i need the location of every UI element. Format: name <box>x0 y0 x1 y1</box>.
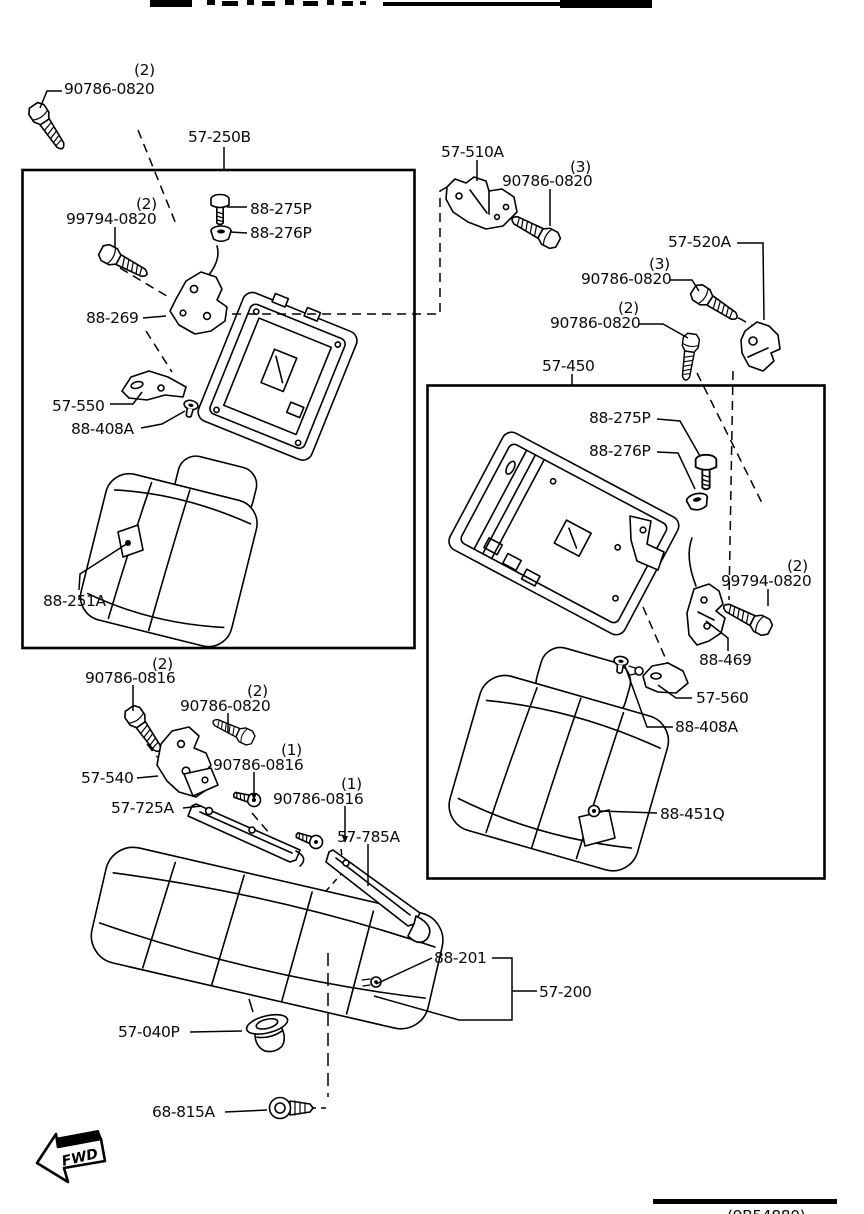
fastener-88-201 <box>361 976 382 988</box>
seatback-cushion-right <box>448 646 670 872</box>
callout-88-408A-right: 88-408A <box>675 718 739 736</box>
bolt-icon-90786-0820-510 <box>507 209 564 252</box>
callout-pn-bolt-510: 90786-0820 <box>502 172 592 190</box>
rail-57-725A <box>187 803 305 867</box>
callout-88-276P-right: 88-276P <box>589 442 651 460</box>
box-seatback-right-57-450 <box>426 384 826 880</box>
callout-qty-0816-right: (1) <box>341 775 362 793</box>
bolt-icon-90786-0820-520 <box>687 281 743 327</box>
callout-88-251A: 88-251A <box>43 592 107 610</box>
clip-57-040P <box>245 1013 289 1053</box>
callout-57-540: 57-540 <box>81 769 134 787</box>
callout-pn-bolt-520: 90786-0820 <box>581 270 671 288</box>
leader-arrowhead <box>251 793 257 800</box>
stud-icon-90786-0816-left <box>231 787 263 809</box>
callout-pn-0816-hinge: 90786-0816 <box>85 669 175 687</box>
seatback-frame-right <box>448 431 680 636</box>
callout-88-408A-left: 88-408A <box>71 420 135 438</box>
box-seatback-left-57-250B <box>21 168 416 650</box>
doc-code: (9B54880) <box>727 1207 805 1214</box>
callout-box-57-250B: 57-250B <box>188 128 251 146</box>
stud-icon-90786-0816-right <box>293 827 326 852</box>
callout-pn-99794-left: 99794-0820 <box>66 210 156 228</box>
fwd-arrow: FWD <box>35 1129 107 1184</box>
latch-88-469 <box>686 537 726 646</box>
callout-qty-0820-hinge: (2) <box>247 682 268 700</box>
scan-artifact-bottom-rule <box>653 1199 837 1204</box>
callout-88-269: 88-269 <box>86 309 139 327</box>
pin-icon-88-408A-left <box>180 398 200 420</box>
hinge-57-540 <box>156 726 219 798</box>
callout-qty-bolt-450: (2) <box>618 299 639 317</box>
striker-57-510A <box>445 176 518 230</box>
bolt-icon-90786-0820-450 <box>676 332 701 383</box>
screw-icon-88-275P-right <box>694 453 718 491</box>
leader-arrowhead <box>342 836 348 843</box>
bolt-icon-99794-0820-right <box>718 597 776 639</box>
callout-pn-bolt-450: 90786-0820 <box>550 314 640 332</box>
rail-57-785A <box>325 849 431 944</box>
callout-88-469: 88-469 <box>699 651 752 669</box>
striker-57-520A <box>740 321 781 372</box>
recliner-lever <box>629 515 665 571</box>
callout-57-040P: 57-040P <box>118 1023 180 1041</box>
callout-pn-bolt-topleft: 90786-0820 <box>64 80 154 98</box>
bolt-icon-90786-0820-hinge <box>209 713 258 748</box>
grommet-icon-88-276P-right <box>684 490 711 513</box>
callout-57-785A: 57-785A <box>337 828 401 846</box>
callout-pn-0820-hinge: 90786-0820 <box>180 697 270 715</box>
leader-lines <box>39 90 769 1113</box>
callout-88-451Q: 88-451Q <box>660 805 725 823</box>
seatback-frame-left <box>197 291 358 461</box>
callout-pn-99794-right: 99794-0820 <box>721 572 811 590</box>
callout-box-57-450: 57-450 <box>542 357 595 375</box>
scan-artifact-top <box>150 0 652 8</box>
bolt-icon-90786-0820-topleft <box>25 99 71 155</box>
bracket-57-550 <box>121 370 187 401</box>
callout-qty-bolt-520: (3) <box>649 255 670 273</box>
screw-68-815A <box>268 1096 314 1120</box>
callout-88-276P-left: 88-276P <box>250 224 312 242</box>
seat-cushion-bench <box>90 846 444 1030</box>
callout-57-725A: 57-725A <box>111 799 175 817</box>
bolt-icon-99794-0820-left <box>95 241 152 284</box>
bracket-57-560 <box>628 662 689 694</box>
callout-qty-99794-right: (2) <box>787 557 808 575</box>
callout-57-560: 57-560 <box>696 689 749 707</box>
callout-labels: (2) 90786-0820 57-250B 57-510A (3) 90786… <box>43 61 812 1214</box>
callout-qty-0816-hinge: (2) <box>152 655 173 673</box>
hinge-88-269 <box>169 245 228 335</box>
callout-qty-bolt-topleft: (2) <box>134 61 155 79</box>
callout-68-815A: 68-815A <box>152 1103 216 1121</box>
callout-qty-bolt-510: (3) <box>570 158 591 176</box>
screw-icon-88-275P-left <box>210 193 230 226</box>
grommet-icon-88-276P-left <box>210 225 232 243</box>
callout-88-201: 88-201 <box>434 949 487 967</box>
callout-57-510A: 57-510A <box>441 143 505 161</box>
callout-88-275P-right: 88-275P <box>589 409 651 427</box>
callout-qty-0816-left: (1) <box>281 741 302 759</box>
callout-88-275P-left: 88-275P <box>250 200 312 218</box>
callout-qty-99794-left: (2) <box>136 195 157 213</box>
seatback-cushion-left <box>79 455 258 648</box>
callout-pn-0816-right: 90786-0816 <box>273 790 363 808</box>
callout-57-520A: 57-520A <box>668 233 732 251</box>
callout-pn-0816-left: 90786-0816 <box>213 756 303 774</box>
callout-57-200: 57-200 <box>539 983 592 1001</box>
callout-57-550: 57-550 <box>52 397 105 415</box>
button-88-451Q <box>578 804 616 847</box>
